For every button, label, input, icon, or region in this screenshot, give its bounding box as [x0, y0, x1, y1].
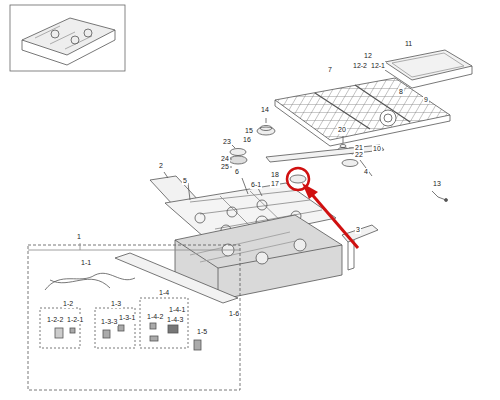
callout-number: 13 [432, 180, 442, 188]
callout-number: 18 [270, 171, 280, 179]
callout-number: 1 [76, 233, 82, 241]
callout-number: 1-4-3 [166, 316, 184, 324]
callout-number: 15 [244, 127, 254, 135]
callout-number: 1-4-1 [168, 306, 186, 314]
callout-number: 10 [372, 145, 382, 153]
callout-number: 12-1 [370, 62, 386, 70]
callout-number: 1-5 [196, 328, 208, 336]
callout-number: 1-2 [62, 300, 74, 308]
callout-number: 25 [220, 163, 230, 171]
callout-number: 5 [182, 177, 188, 185]
callout-number: 2 [158, 162, 164, 170]
callout-number: 4 [363, 168, 369, 176]
callout-number: 6-1 [250, 181, 262, 189]
callout-number: 22 [354, 151, 364, 159]
callout-number: 6 [234, 168, 240, 176]
callout-number: 20 [337, 126, 347, 134]
callout-number: 14 [260, 106, 270, 114]
callout-number: 1-1 [80, 259, 92, 267]
callout-number: 12-2 [352, 62, 368, 70]
callout-number: 3 [355, 226, 361, 234]
callout-number: 1-2-2 [46, 316, 64, 324]
callout-number: 1-2-1 [66, 316, 84, 324]
callout-number: 1-6 [228, 310, 240, 318]
callout-number: 1-3-1 [118, 314, 136, 322]
callout-number: 8 [398, 88, 404, 96]
callout-number: 1-4 [158, 289, 170, 297]
callout-number: 23 [222, 138, 232, 146]
callout-number: 7 [327, 66, 333, 74]
callout-number: 17 [270, 180, 280, 188]
callout-number: 1-3-3 [100, 318, 118, 326]
callout-number: 16 [242, 136, 252, 144]
callout-number: 12 [363, 52, 373, 60]
callout-number: 11 [404, 40, 413, 48]
callout-number: 1-3 [110, 300, 122, 308]
callout-number: 24 [220, 155, 230, 163]
callout-number: 9 [423, 96, 429, 104]
callout-number: 1-4-2 [146, 313, 164, 321]
